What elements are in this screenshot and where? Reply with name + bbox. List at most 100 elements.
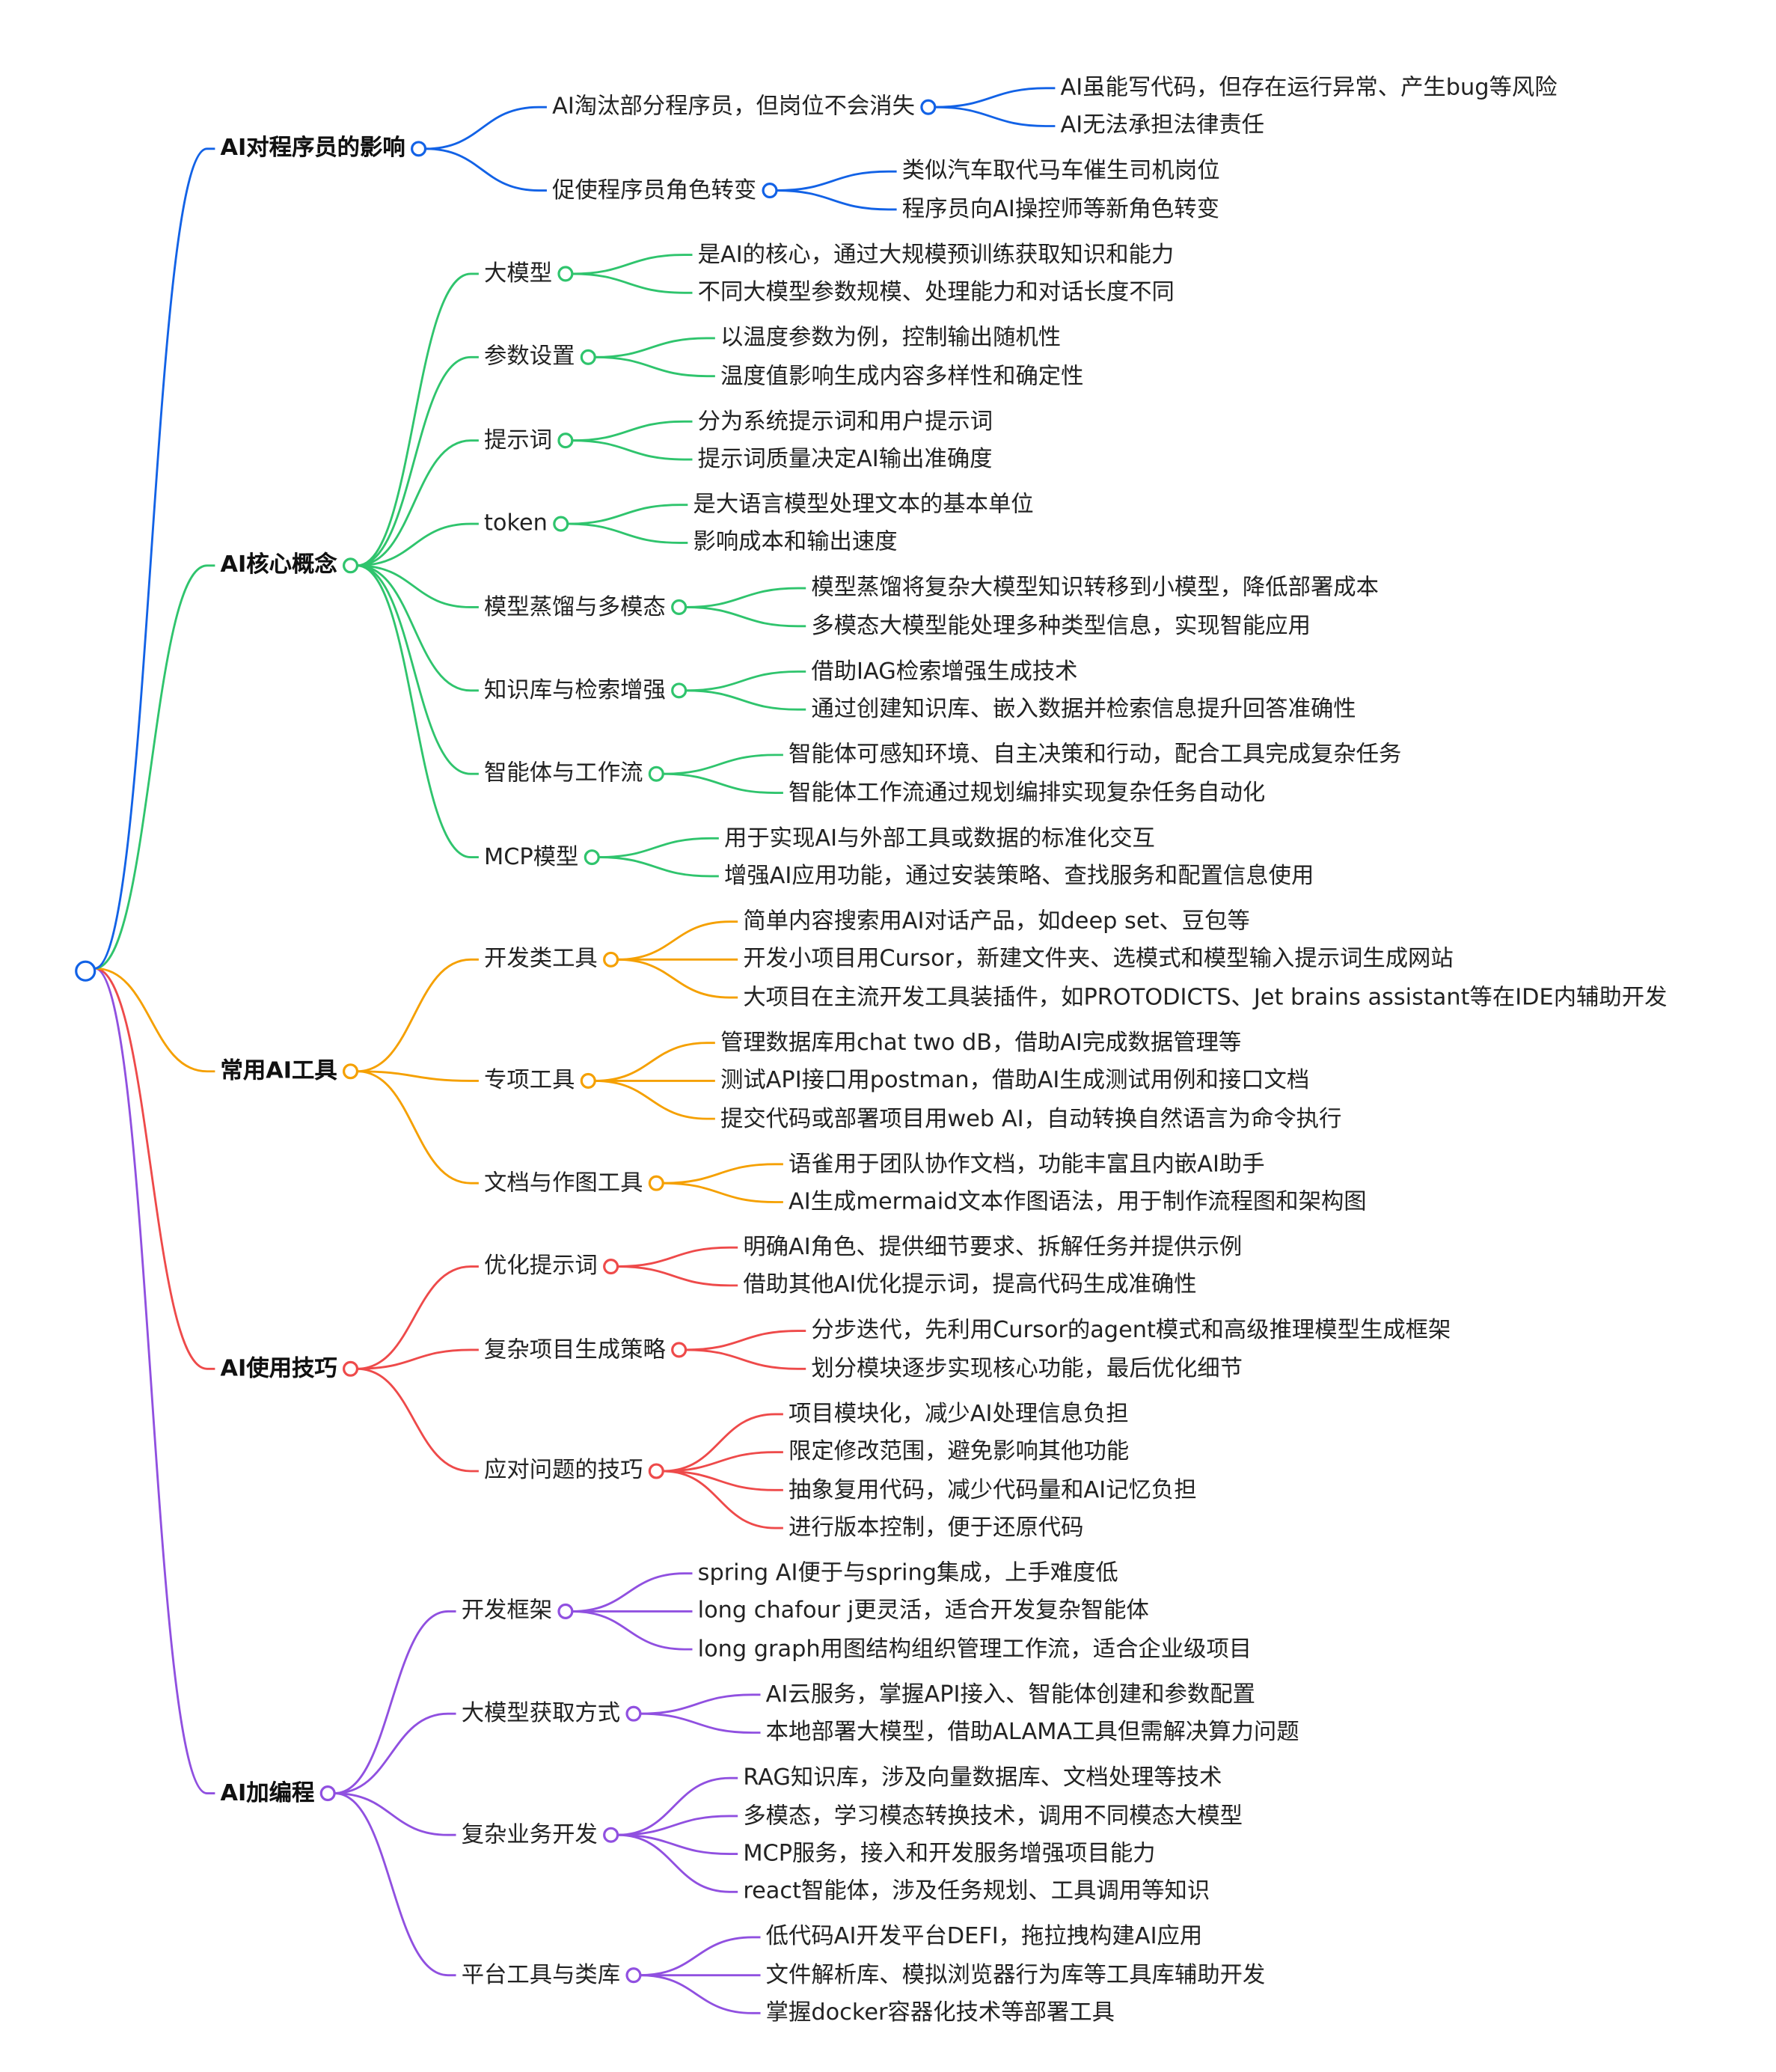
leaf-topic[interactable]: AI虽能写代码，但存在运行异常、产生bug等风险 — [1060, 74, 1558, 102]
subtopic[interactable]: 优化提示词 — [484, 1253, 598, 1280]
leaf-topic[interactable]: spring AI便于与spring集成，上手难度低 — [697, 1559, 1118, 1587]
leaf-topic[interactable]: 掌握docker容器化技术等部署工具 — [765, 1999, 1115, 2027]
branch-topic[interactable]: AI加编程 — [220, 1779, 315, 1807]
leaf-topic[interactable]: 项目模块化，减少AI处理信息负担 — [789, 1401, 1129, 1428]
subtopic-node-circle[interactable] — [580, 1072, 596, 1089]
subtopic-node-circle[interactable] — [671, 682, 688, 699]
subtopic-node-circle[interactable] — [603, 1827, 619, 1843]
leaf-topic[interactable]: 大项目在主流开发工具装插件，如PROTODICTS、Jet brains ass… — [743, 984, 1668, 1011]
leaf-topic[interactable]: AI无法承担法律责任 — [1060, 112, 1265, 140]
leaf-topic[interactable]: long chafour j更灵活，适合开发复杂智能体 — [697, 1598, 1149, 1625]
leaf-topic[interactable]: 开发小项目用Cursor，新建文件夹、选模式和模型输入提示词生成网站 — [743, 946, 1454, 974]
leaf-topic[interactable]: 类似汽车取代马车催生司机岗位 — [901, 158, 1220, 186]
leaf-topic[interactable]: 用于实现AI与外部工具或数据的标准化交互 — [723, 825, 1155, 852]
branch-topic[interactable]: AI使用技巧 — [220, 1355, 337, 1383]
subtopic[interactable]: 智能体与工作流 — [484, 760, 643, 788]
branch-topic[interactable]: 常用AI工具 — [220, 1057, 337, 1085]
leaf-topic[interactable]: 增强AI应用功能，通过安装策略、查找服务和配置信息使用 — [723, 863, 1314, 890]
leaf-topic[interactable]: 语雀用于团队协作文档，功能丰富且内嵌AI助手 — [789, 1150, 1265, 1178]
leaf-topic[interactable]: react智能体，涉及任务规划、工具调用等知识 — [743, 1878, 1210, 1906]
leaf-topic[interactable]: 是大语言模型处理文本的基本单位 — [693, 491, 1034, 519]
subtopic[interactable]: 复杂项目生成策略 — [484, 1336, 666, 1363]
leaf-topic[interactable]: 划分模块逐步实现核心功能，最后优化细节 — [811, 1355, 1243, 1383]
subtopic-node-circle[interactable] — [671, 1342, 688, 1358]
leaf-topic[interactable]: 借助IAG检索增强生成技术 — [811, 658, 1078, 685]
leaf-topic[interactable]: 影响成本和输出速度 — [693, 529, 898, 557]
leaf-topic[interactable]: 通过创建知识库、嵌入数据并检索信息提升回答准确性 — [811, 696, 1356, 724]
subtopic[interactable]: 促使程序员角色转变 — [552, 177, 757, 204]
subtopic[interactable]: 模型蒸馏与多模态 — [484, 593, 666, 621]
branch-topic[interactable]: AI对程序员的影响 — [220, 135, 405, 162]
leaf-topic[interactable]: 温度值影响生成内容多样性和确定性 — [720, 362, 1084, 390]
subtopic[interactable]: 文档与作图工具 — [484, 1170, 643, 1197]
subtopic-node-circle[interactable] — [557, 433, 574, 449]
leaf-topic[interactable]: AI云服务，掌握API接入、智能体创建和参数配置 — [765, 1681, 1255, 1708]
leaf-topic[interactable]: 程序员向AI操控师等新角色转变 — [901, 196, 1219, 223]
subtopic[interactable]: token — [484, 510, 548, 537]
subtopic[interactable]: 复杂业务开发 — [461, 1821, 598, 1849]
subtopic-node-circle[interactable] — [648, 1463, 664, 1479]
subtopic[interactable]: 应对问题的技巧 — [484, 1458, 643, 1485]
subtopic[interactable]: 大模型 — [484, 260, 553, 287]
subtopic[interactable]: 参数设置 — [484, 343, 575, 371]
leaf-topic[interactable]: 不同大模型参数规模、处理能力和对话长度不同 — [697, 279, 1175, 307]
subtopic[interactable]: 专项工具 — [484, 1067, 575, 1095]
branch-node-circle[interactable] — [411, 141, 427, 157]
subtopic[interactable]: 平台工具与类库 — [461, 1961, 621, 1989]
branch-node-circle[interactable] — [343, 1360, 359, 1377]
leaf-topic[interactable]: 文件解析库、模拟浏览器行为库等工具库辅助开发 — [765, 1961, 1266, 1989]
leaf-topic[interactable]: 智能体可感知环境、自主决策和行动，配合工具完成复杂任务 — [789, 742, 1402, 768]
leaf-topic[interactable]: 抽象复用代码，减少代码量和AI记忆负担 — [789, 1476, 1197, 1504]
leaf-topic[interactable]: 分为系统提示词和用户提示词 — [697, 408, 993, 436]
subtopic[interactable]: 大模型获取方式 — [461, 1700, 621, 1728]
subtopic[interactable]: AI淘汰部分程序员，但岗位不会消失 — [552, 94, 915, 120]
leaf-topic[interactable]: 模型蒸馏将复杂大模型知识转移到小模型，降低部署成本 — [811, 575, 1379, 602]
leaf-topic[interactable]: 测试API接口用postman，借助AI生成测试用例和接口文档 — [720, 1067, 1310, 1095]
branch-node-circle[interactable] — [343, 557, 359, 574]
branch-node-circle[interactable] — [319, 1785, 336, 1802]
root-node-circle[interactable] — [75, 960, 97, 982]
leaf-topic[interactable]: 多模态，学习模态转换技术，调用不同模态大模型 — [743, 1803, 1243, 1830]
branch-topic[interactable]: AI核心概念 — [220, 551, 337, 579]
leaf-topic[interactable]: 限定修改范围，避免影响其他功能 — [789, 1438, 1130, 1466]
leaf-topic[interactable]: 多模态大模型能处理多种类型信息，实现智能应用 — [811, 612, 1311, 640]
leaf-topic[interactable]: 低代码AI开发平台DEFI，拖拉拽构建AI应用 — [765, 1924, 1203, 1951]
subtopic-node-circle[interactable] — [557, 1603, 574, 1619]
subtopic[interactable]: 开发框架 — [461, 1598, 553, 1625]
subtopic[interactable]: MCP模型 — [484, 843, 579, 871]
subtopic-node-circle[interactable] — [625, 1705, 642, 1722]
leaf-topic[interactable]: 是AI的核心，通过大规模预训练获取知识和能力 — [697, 241, 1175, 269]
leaf-topic[interactable]: MCP服务，接入和开发服务增强项目能力 — [743, 1840, 1156, 1868]
leaf-topic[interactable]: AI生成mermaid文本作图语法，用于制作流程图和架构图 — [789, 1188, 1367, 1216]
subtopic[interactable]: 知识库与检索增强 — [484, 676, 666, 704]
subtopic-node-circle[interactable] — [557, 266, 574, 282]
subtopic-node-circle[interactable] — [603, 1259, 619, 1275]
subtopic-node-circle[interactable] — [603, 951, 619, 968]
connector-line — [357, 1348, 479, 1370]
leaf-topic[interactable]: 进行版本控制，便于还原代码 — [789, 1515, 1084, 1541]
subtopic-node-circle[interactable] — [584, 849, 600, 866]
subtopic-node-circle[interactable] — [920, 99, 937, 115]
branch-node-circle[interactable] — [343, 1063, 359, 1080]
leaf-topic[interactable]: 本地部署大模型，借助ALAMA工具但需解决算力问题 — [765, 1719, 1299, 1746]
leaf-topic[interactable]: 智能体工作流通过规划编排实现复杂任务自动化 — [789, 779, 1266, 807]
subtopic[interactable]: 开发类工具 — [484, 946, 598, 974]
leaf-topic[interactable]: long graph用图结构组织管理工作流，适合企业级项目 — [697, 1636, 1252, 1663]
leaf-topic[interactable]: 提示词质量决定AI输出准确度 — [697, 446, 993, 473]
subtopic-node-circle[interactable] — [648, 1175, 664, 1191]
subtopic-node-circle[interactable] — [762, 183, 778, 199]
leaf-topic[interactable]: 提交代码或部署项目用web AI，自动转换自然语言为命令执行 — [720, 1105, 1342, 1132]
leaf-topic[interactable]: 分步迭代，先利用Cursor的agent模式和高级推理模型生成框架 — [811, 1317, 1451, 1345]
subtopic[interactable]: 提示词 — [484, 427, 553, 454]
leaf-topic[interactable]: 借助其他AI优化提示词，提高代码生成准确性 — [743, 1272, 1197, 1299]
leaf-topic[interactable]: 明确AI角色、提供细节要求、拆解任务并提供示例 — [743, 1234, 1243, 1262]
leaf-topic[interactable]: RAG知识库，涉及向量数据库、文档处理等技术 — [743, 1764, 1222, 1792]
subtopic-node-circle[interactable] — [625, 1967, 642, 1984]
subtopic-node-circle[interactable] — [648, 765, 664, 782]
leaf-topic[interactable]: 以温度参数为例，控制输出随机性 — [720, 325, 1062, 352]
subtopic-node-circle[interactable] — [580, 349, 596, 365]
subtopic-node-circle[interactable] — [671, 599, 688, 615]
leaf-topic[interactable]: 简单内容搜索用AI对话产品，如deep set、豆包等 — [743, 908, 1250, 935]
subtopic-node-circle[interactable] — [553, 516, 569, 532]
leaf-topic[interactable]: 管理数据库用chat two dB，借助AI完成数据管理等 — [720, 1029, 1242, 1057]
